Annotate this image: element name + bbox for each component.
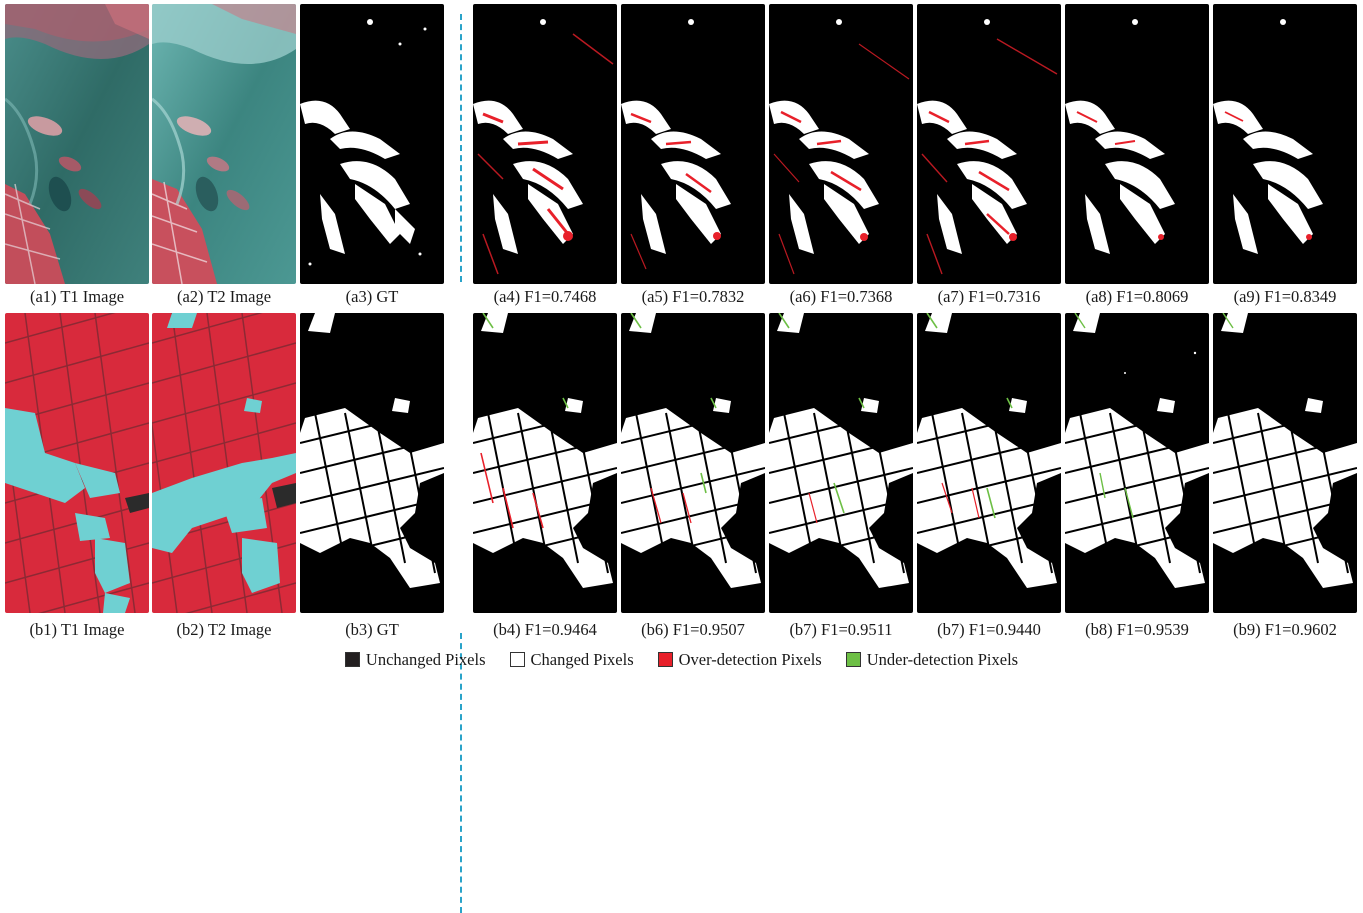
t2-image-coastal <box>152 4 296 284</box>
result-a4 <box>473 4 617 284</box>
comparison-figure: (a1) T1 Image <box>0 4 1363 913</box>
caption-a3: (a3) GT <box>345 287 399 306</box>
result-a5 <box>621 4 765 284</box>
caption-b9: (b9) F1=0.9602 <box>1233 620 1337 639</box>
legend-item-under-detection: Under-detection Pixels <box>845 649 1019 670</box>
caption-a7: (a7) F1=0.7316 <box>937 287 1041 306</box>
legend-swatch-over-detection <box>657 652 673 667</box>
caption-a9: (a9) F1=0.8349 <box>1233 287 1337 306</box>
result-b7 <box>769 313 913 613</box>
caption-b1: (b1) T1 Image <box>29 620 125 639</box>
caption-b7b: (b7) F1=0.9440 <box>937 620 1041 639</box>
result-a9 <box>1213 4 1357 284</box>
row-b: (b1) T1 Image (b2) T2 <box>0 313 1363 913</box>
row-a: (a1) T1 Image <box>0 4 1363 310</box>
result-b6 <box>621 313 765 613</box>
caption-a2: (a2) T2 Image <box>176 287 272 306</box>
result-b4 <box>473 313 617 613</box>
legend-swatch-unchanged <box>344 652 360 667</box>
result-b7-second <box>917 313 1061 613</box>
legend-label-changed: Changed Pixels <box>530 649 634 669</box>
result-b8 <box>1065 313 1209 613</box>
legend: Unchanged Pixels Changed Pixels Over-det… <box>0 648 1363 671</box>
t2-image-farmland <box>152 313 296 613</box>
caption-a1: (a1) T1 Image <box>29 287 125 306</box>
result-a7 <box>917 4 1061 284</box>
caption-b8: (b8) F1=0.9539 <box>1085 620 1189 639</box>
caption-a4: (a4) F1=0.7468 <box>493 287 597 306</box>
caption-b2: (b2) T2 Image <box>176 620 272 639</box>
legend-item-over-detection: Over-detection Pixels <box>657 649 822 670</box>
separator-a <box>460 14 462 282</box>
gt-mask-farmland <box>300 313 444 613</box>
legend-label-unchanged: Unchanged Pixels <box>365 649 486 669</box>
t1-image-coastal <box>5 4 149 284</box>
caption-b6: (b6) F1=0.9507 <box>641 620 745 639</box>
result-a6 <box>769 4 913 284</box>
caption-b4: (b4) F1=0.9464 <box>493 620 597 639</box>
legend-label-under-detection: Under-detection Pixels <box>866 649 1019 669</box>
legend-label-over-detection: Over-detection Pixels <box>678 649 822 669</box>
caption-a8: (a8) F1=0.8069 <box>1085 287 1189 306</box>
legend-item-unchanged: Unchanged Pixels <box>344 649 486 670</box>
caption-b7a: (b7) F1=0.9511 <box>789 620 893 639</box>
caption-a6: (a6) F1=0.7368 <box>789 287 893 306</box>
result-b9 <box>1213 313 1357 613</box>
gt-mask-coastal <box>300 4 444 284</box>
caption-b3: (b3) GT <box>345 620 399 639</box>
legend-swatch-under-detection <box>845 652 861 667</box>
legend-swatch-changed <box>509 652 525 667</box>
caption-a5: (a5) F1=0.7832 <box>641 287 745 306</box>
separator-b <box>460 633 462 913</box>
t1-image-farmland <box>5 313 149 613</box>
legend-item-changed: Changed Pixels <box>509 649 634 670</box>
result-a8 <box>1065 4 1209 284</box>
